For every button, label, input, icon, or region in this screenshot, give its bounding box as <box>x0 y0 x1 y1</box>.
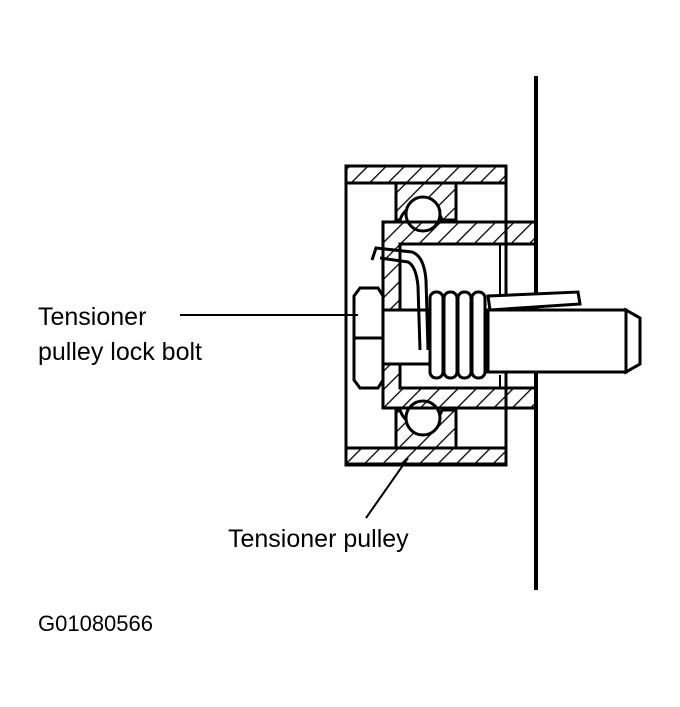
leader-pulley <box>365 457 409 519</box>
threaded-stud <box>486 307 642 375</box>
label-lock-bolt-line2: pulley lock bolt <box>38 338 202 366</box>
label-tensioner-pulley: Tensioner pulley <box>228 525 409 553</box>
pulley-rim-top <box>344 164 508 185</box>
label-lock-bolt-line1: Tensioner <box>38 303 147 331</box>
figure-id: G01080566 <box>38 611 153 636</box>
torsion-spring <box>370 246 487 380</box>
inner-sleeve <box>381 220 538 410</box>
spring-bracket <box>486 290 582 312</box>
pulley-rim-bottom <box>344 446 508 467</box>
